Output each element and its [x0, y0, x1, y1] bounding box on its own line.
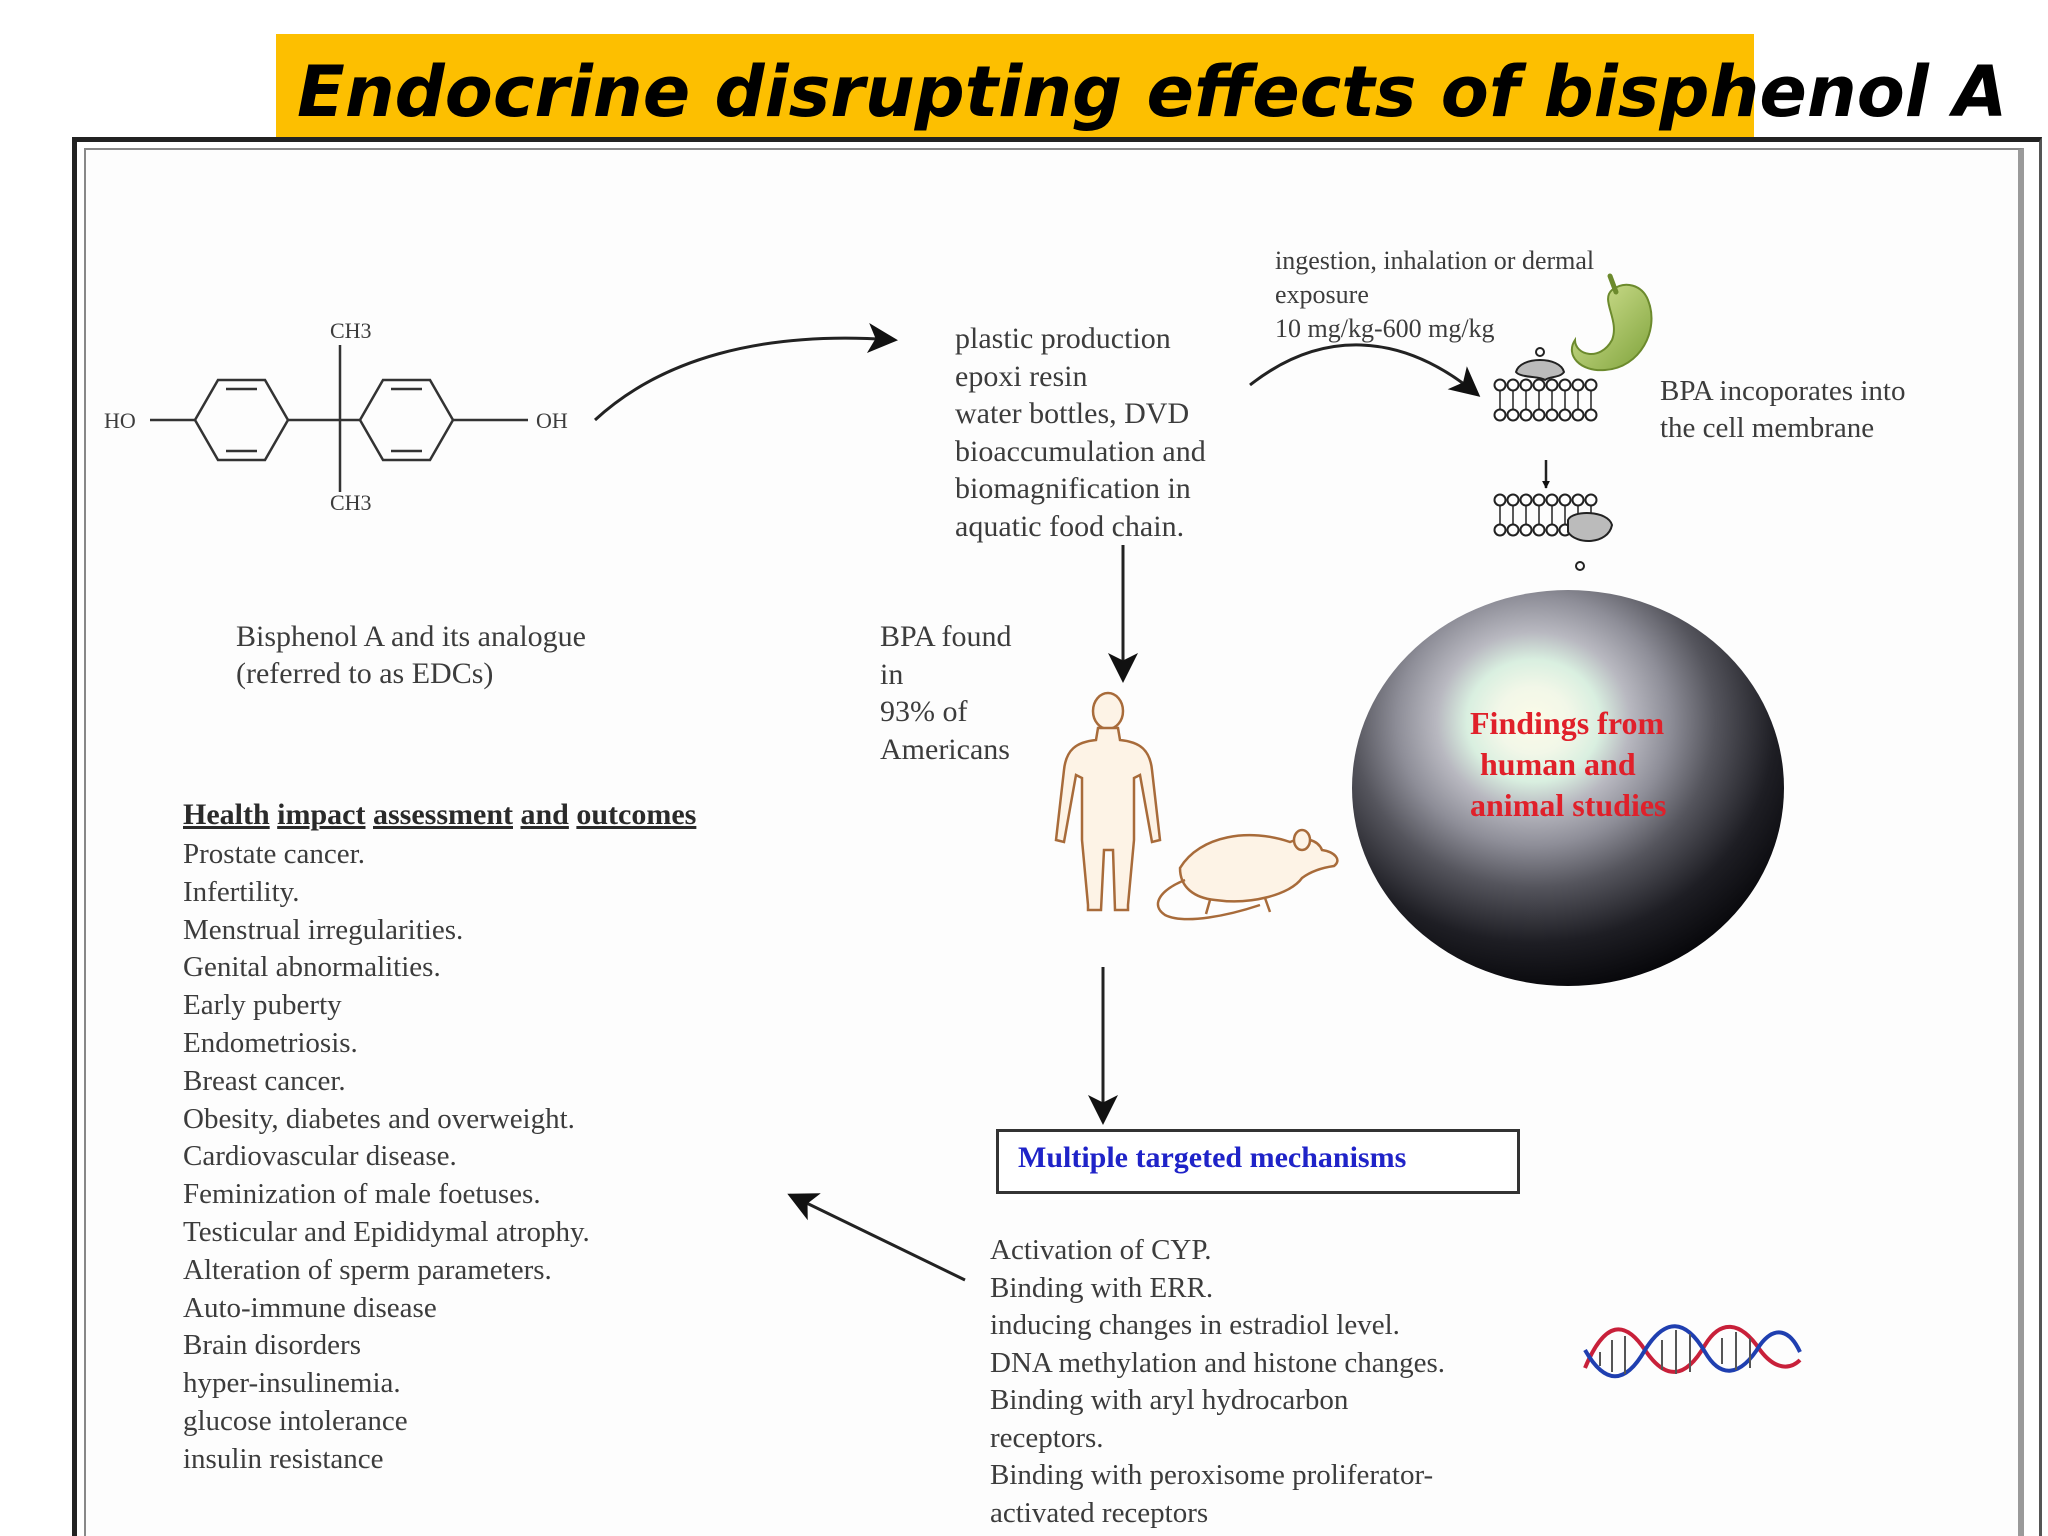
molecule-caption-line: (referred to as EDCs)	[236, 657, 494, 690]
health-outcome-item: Menstrual irregularities.	[183, 913, 464, 946]
mechanisms-list: Activation of CYP. Binding with ERR. ind…	[990, 1232, 1445, 1532]
sphere-line: animal studies	[1470, 787, 1667, 823]
molecule-caption: Bisphenol A and its analogue (referred t…	[236, 618, 586, 692]
mechanism-item: receptors.	[990, 1421, 1104, 1454]
health-heading-word: assessment	[373, 798, 513, 831]
health-outcomes-list: Prostate cancer. Infertility. Menstrual …	[183, 836, 590, 1479]
rat-icon	[1156, 828, 1339, 921]
title-banner	[276, 34, 1754, 140]
health-heading: Health impact assessment and outcomes	[183, 798, 696, 832]
sphere-icon	[1352, 590, 1784, 986]
arrow-to-membrane	[1249, 343, 1481, 397]
health-outcome-item: hyper-insulinemia.	[183, 1367, 401, 1400]
dna-helix-icon	[1583, 1324, 1802, 1379]
health-heading-word: and	[520, 798, 569, 831]
mechanisms-box	[996, 1129, 1520, 1194]
prevalence-line: in	[880, 657, 904, 691]
sources-line: epoxi resin	[955, 359, 1088, 393]
ho-label: HO	[104, 408, 136, 433]
health-outcome-item: glucose intolerance	[183, 1404, 408, 1437]
sources-line: biomagnification in	[955, 472, 1191, 505]
exposure-line: 10 mg/kg-600 mg/kg	[1275, 314, 1495, 343]
sources-text: plastic production epoxi resin water bot…	[955, 320, 1206, 545]
health-outcome-item: insulin resistance	[183, 1442, 384, 1475]
health-outcome-item: Endometriosis.	[183, 1026, 358, 1059]
prevalence-line: BPA found	[880, 620, 1012, 653]
health-outcome-item: Obesity, diabetes and overweight.	[183, 1102, 575, 1135]
health-outcome-item: Alteration of sperm parameters.	[183, 1253, 552, 1286]
membrane-text: BPA incoporates into the cell membrane	[1660, 373, 1905, 447]
mechanism-item: Binding with ERR.	[990, 1271, 1214, 1304]
sphere-line: human and	[1480, 746, 1636, 782]
health-outcome-item: Genital abnormalities.	[183, 951, 441, 984]
mechanism-item: Binding with peroxisome proliferator-	[990, 1459, 1434, 1491]
mechanism-item: Binding with aryl hydrocarbon	[990, 1384, 1349, 1416]
oh-label: OH	[536, 408, 568, 433]
sphere-label: Findings from human and animal studies	[1470, 703, 1730, 826]
sources-line: plastic production	[955, 322, 1171, 355]
prevalence-text: BPA found in 93% of Americans	[880, 618, 1011, 768]
ch3-top-label: CH3	[330, 318, 372, 343]
diagram-frame	[72, 137, 2042, 1536]
bisphenol-a-structure	[150, 345, 528, 492]
arrow-to-sources	[593, 323, 898, 422]
exposure-text: ingestion, inhalation or dermal exposure…	[1275, 244, 1594, 346]
sources-line: bioaccumulation and	[955, 434, 1206, 468]
membrane-line: the cell membrane	[1660, 412, 1875, 444]
health-outcome-item: Brain disorders	[183, 1329, 361, 1362]
prevalence-line: 93% of	[880, 695, 968, 728]
ch3-bottom-label: CH3	[330, 490, 372, 515]
health-outcome-item: Cardiovascular disease.	[183, 1140, 457, 1173]
stomach-icon	[1570, 273, 1653, 372]
page-title: Endocrine disrupting effects of bispheno…	[297, 51, 2008, 133]
arrow-to-outcomes	[787, 1193, 966, 1282]
mechanism-item: Activation of CYP.	[990, 1234, 1212, 1266]
health-outcome-item: Auto-immune disease	[183, 1291, 437, 1324]
mechanism-item: activated receptors	[990, 1496, 1209, 1529]
cell-membrane-icon	[1493, 347, 1614, 571]
human-figure-icon	[1054, 691, 1162, 912]
health-outcome-item: Prostate cancer.	[183, 838, 365, 870]
health-outcome-item: Feminization of male foetuses.	[183, 1178, 541, 1211]
health-heading-word: impact	[277, 798, 366, 831]
mechanism-item: inducing changes in estradiol level.	[990, 1309, 1400, 1341]
health-outcome-item: Testicular and Epididymal atrophy.	[183, 1215, 590, 1248]
mechanisms-label: Multiple targeted mechanisms	[1018, 1141, 1407, 1174]
health-outcome-item: Infertility.	[183, 875, 300, 908]
sources-line: aquatic food chain.	[955, 509, 1185, 543]
membrane-line: BPA incoporates into	[1660, 375, 1906, 407]
health-outcome-item: Early puberty	[183, 989, 342, 1022]
sphere-line: Findings from	[1470, 705, 1665, 741]
health-heading-word: outcomes	[576, 798, 697, 831]
health-heading-word: Health	[183, 798, 270, 831]
sources-line: water bottles, DVD	[955, 397, 1190, 430]
exposure-line: ingestion, inhalation or dermal	[1275, 246, 1595, 275]
mechanism-item: DNA methylation and histone changes.	[990, 1346, 1446, 1379]
exposure-line: exposure	[1275, 280, 1369, 309]
prevalence-line: Americans	[880, 732, 1010, 766]
molecule-caption-line: Bisphenol A and its analogue	[236, 620, 586, 653]
health-outcome-item: Breast cancer.	[183, 1064, 346, 1097]
